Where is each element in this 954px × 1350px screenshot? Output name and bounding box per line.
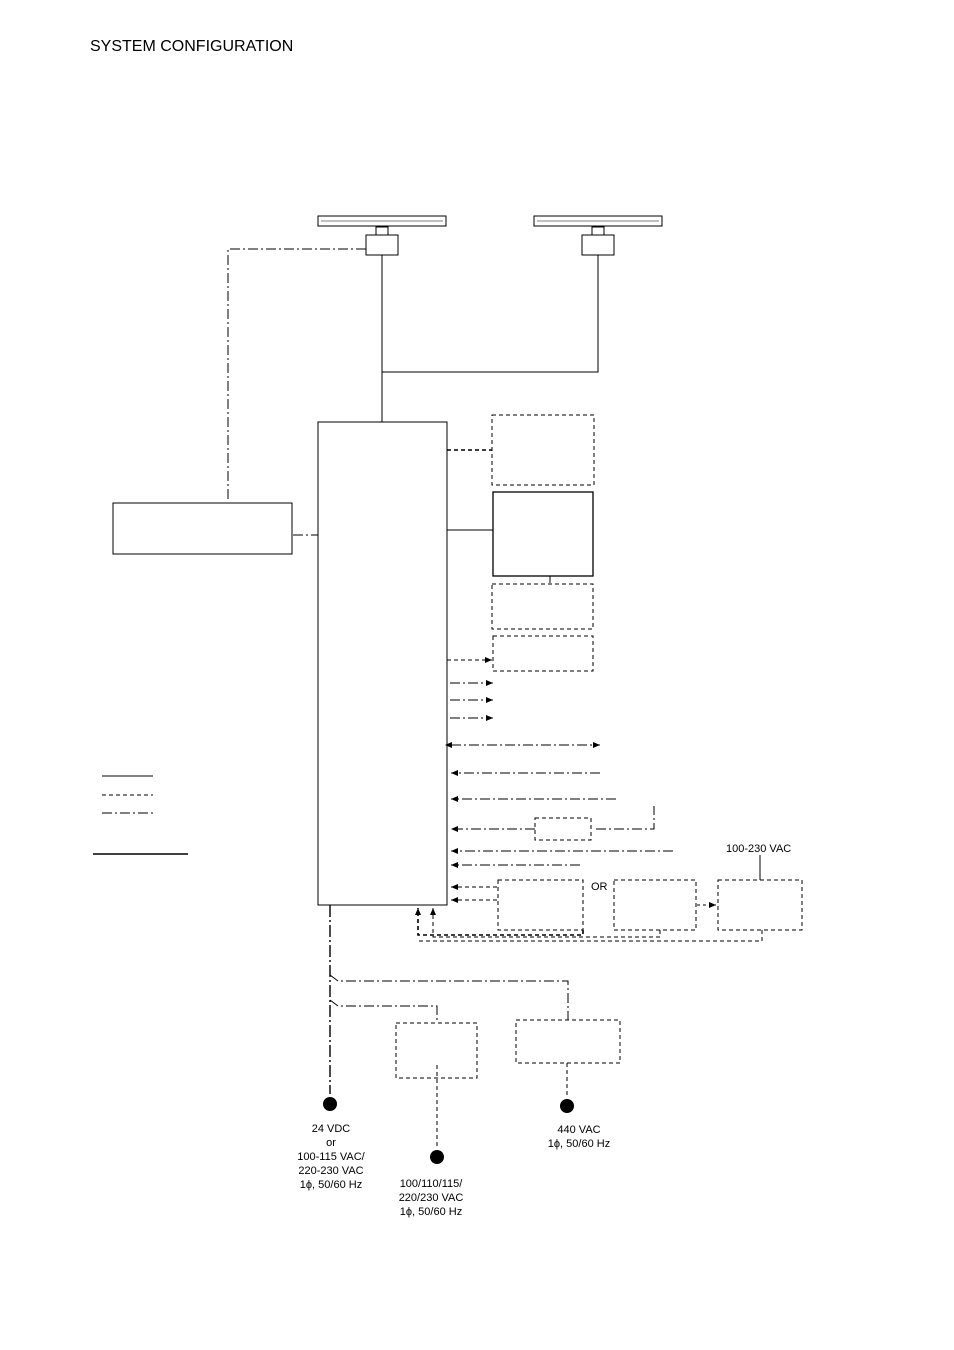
antenna-2-radiator [533,215,663,227]
left-unit-box [112,502,293,555]
page-title: SYSTEM CONFIGURATION [90,38,294,55]
power-source-aux [430,1150,444,1164]
vac-label: 100-230 VAC [726,843,791,855]
hv-power-line: 440 VAC [557,1124,600,1136]
aux-power-line: 100/110/115/ [400,1178,464,1190]
main-power-label: 24 VDC or 100-115 VAC/ 220-230 VAC 1ϕ, 5… [297,1123,365,1191]
power-adapter-box [717,879,803,931]
antenna-1-unit [365,234,399,256]
antenna-control-line [227,248,366,502]
main-power-line: 1ϕ, 50/60 Hz [300,1179,362,1191]
main-power-line: 24 VDC [312,1123,351,1135]
aux-power-line: 1ϕ, 50/60 Hz [400,1206,462,1218]
optional-unit-3 [492,635,594,672]
main-power-line: 100-115 VAC/ [297,1151,365,1163]
display-unit [492,491,594,577]
main-power-line: or [326,1137,336,1149]
antenna-1-radiator [317,215,447,227]
antenna-2-unit [581,234,615,256]
aux-power-label: 100/110/115/ 220/230 VAC 1ϕ, 50/60 Hz [399,1178,464,1218]
power-source-main [323,1097,337,1111]
sensor-box-1 [497,879,584,931]
or-label: OR [591,881,608,893]
aux-power-line: 220/230 VAC [399,1192,464,1204]
power-source-440vac [560,1099,574,1113]
antenna-2-cable [382,255,599,373]
antenna-1 [317,215,447,256]
sensor-box-2 [613,879,697,931]
power-supply-unit [395,1022,478,1079]
optional-unit-2 [491,583,594,630]
processor-unit [317,421,448,906]
transformer-unit [515,1019,621,1064]
optional-unit-1 [491,414,595,486]
interface-box [534,817,592,841]
antenna-2 [533,215,663,256]
hv-power-label: 440 VAC 1ϕ, 50/60 Hz [548,1124,610,1150]
hv-power-line: 1ϕ, 50/60 Hz [548,1138,610,1150]
main-power-line: 220-230 VAC [298,1165,363,1177]
